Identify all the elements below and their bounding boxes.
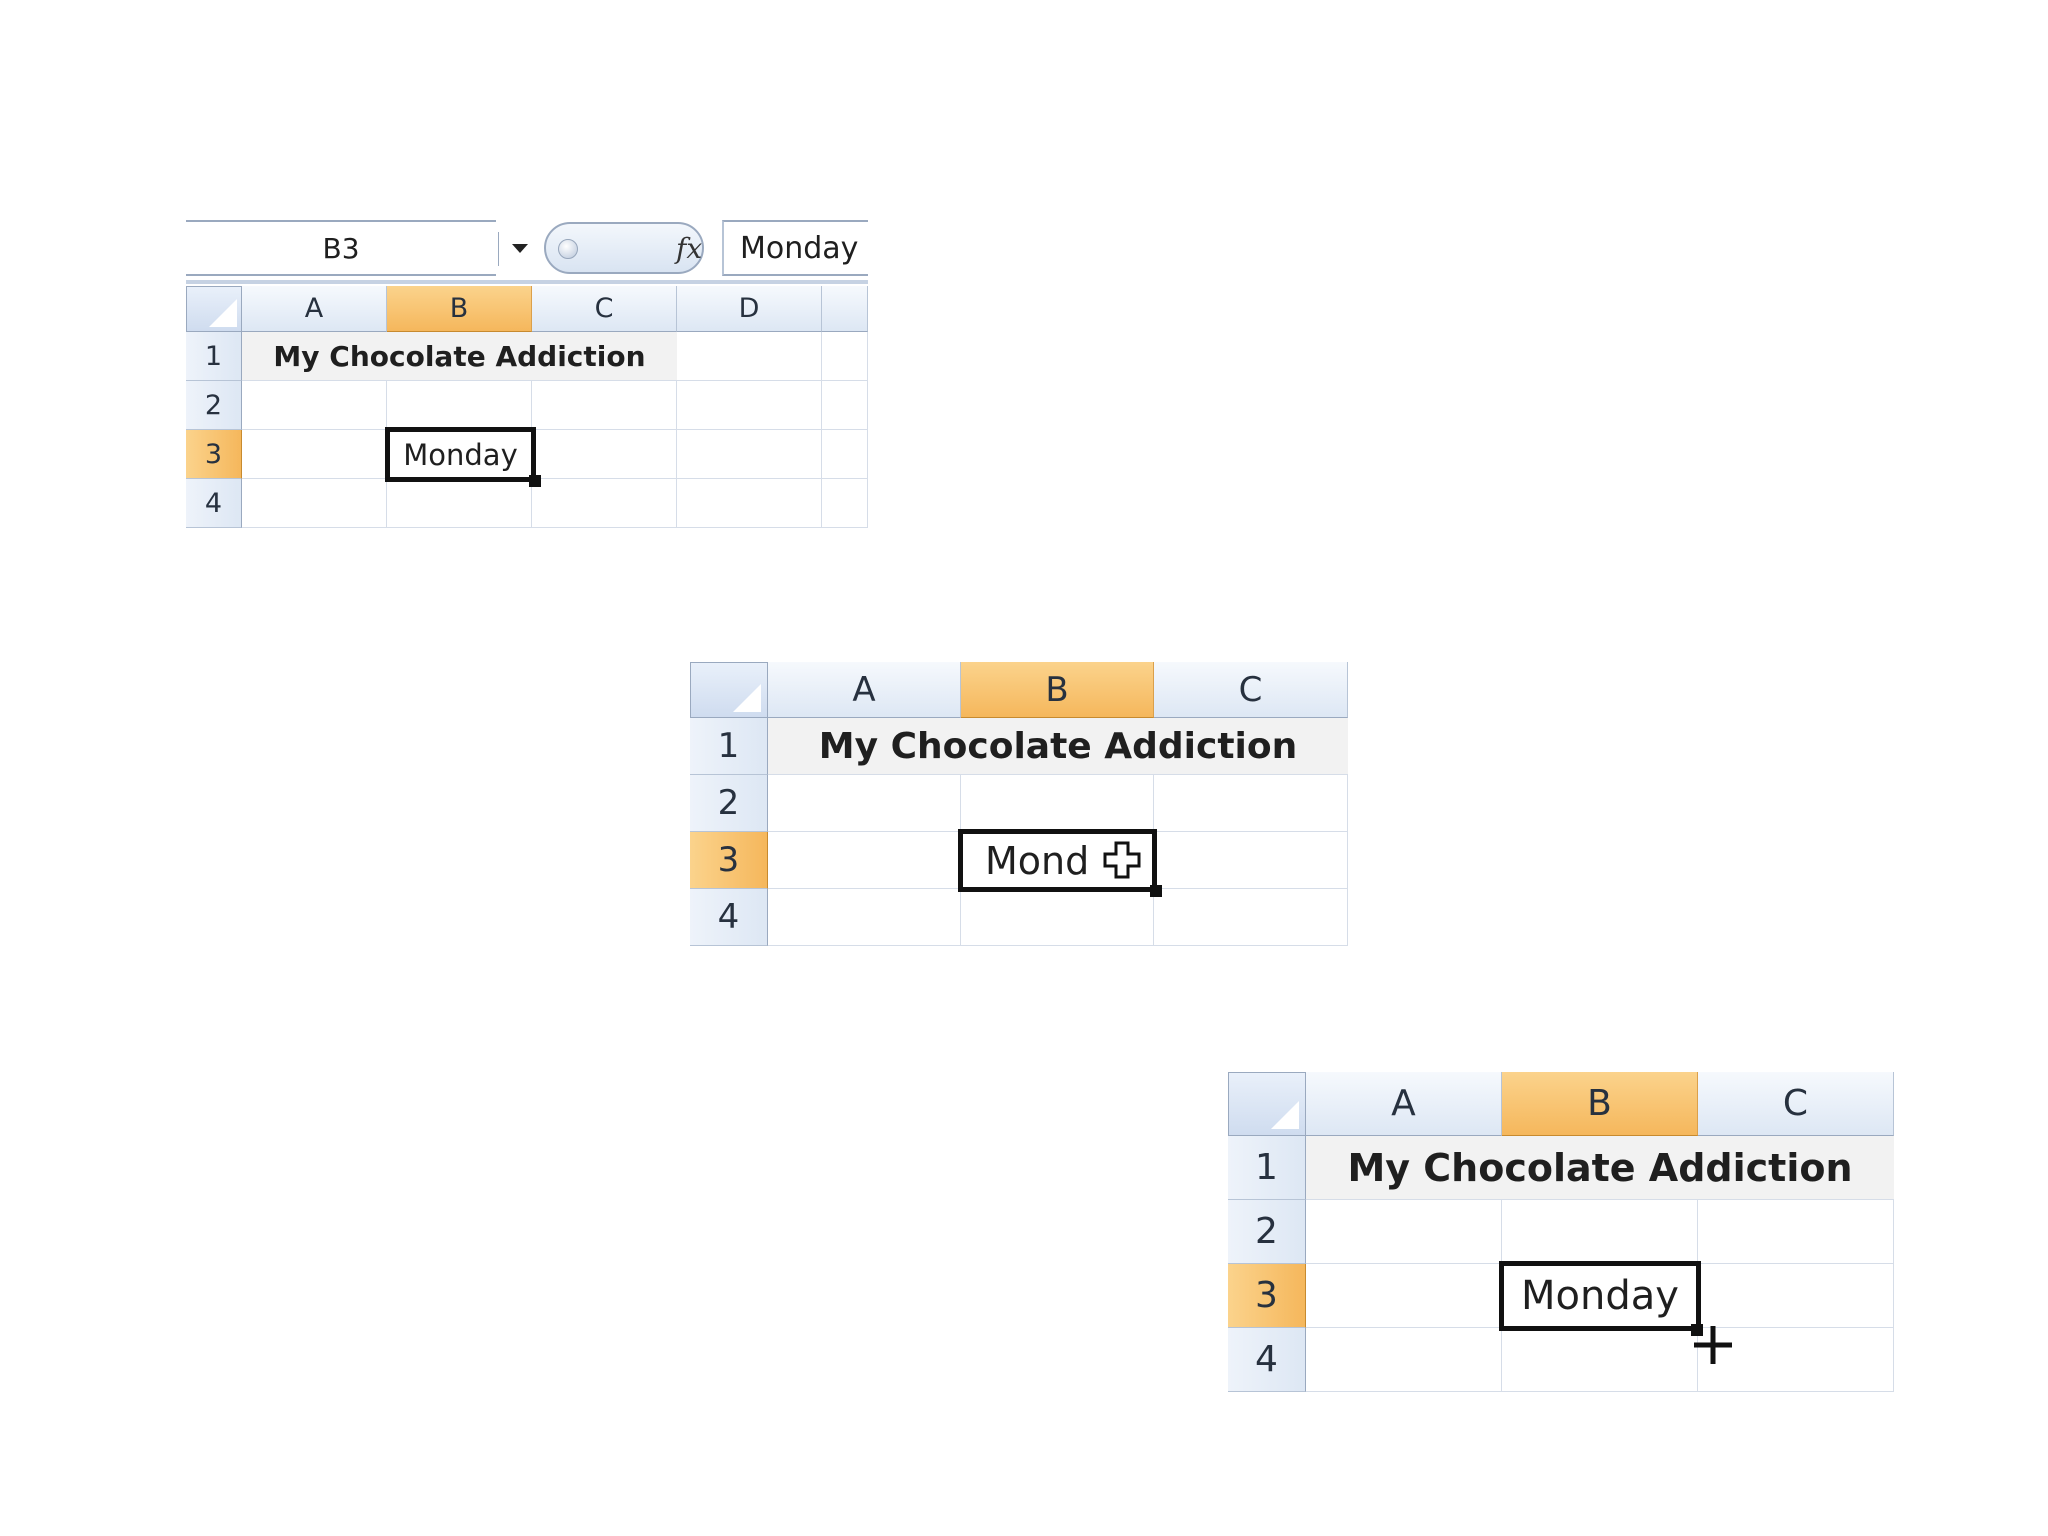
chevron-down-icon[interactable] bbox=[512, 244, 528, 253]
merged-title-cell[interactable]: My Chocolate Addiction bbox=[242, 332, 677, 381]
cell-c2[interactable] bbox=[1154, 775, 1348, 832]
cell-c4[interactable] bbox=[1698, 1328, 1894, 1392]
cell-b2[interactable] bbox=[961, 775, 1154, 832]
cell-a3[interactable] bbox=[1306, 1264, 1502, 1328]
column-header-c[interactable]: C bbox=[532, 286, 677, 332]
cell-a3[interactable] bbox=[768, 832, 961, 889]
splitter-knob-icon bbox=[558, 239, 578, 259]
row-header-2[interactable]: 2 bbox=[690, 775, 768, 832]
cell-c2[interactable] bbox=[1698, 1200, 1894, 1264]
cell-b2[interactable] bbox=[387, 381, 532, 430]
cell-a4[interactable] bbox=[768, 889, 961, 946]
cell-a2[interactable] bbox=[1306, 1200, 1502, 1264]
formula-bar: B3 fx Monday bbox=[186, 220, 868, 278]
cell-d3[interactable] bbox=[677, 430, 822, 479]
row-header-4[interactable]: 4 bbox=[690, 889, 768, 946]
cell-b4[interactable] bbox=[1502, 1328, 1698, 1392]
select-all-corner[interactable] bbox=[690, 662, 768, 718]
cell-grid: A B C D 1 2 3 4 My Chocolate Addiction M… bbox=[186, 286, 868, 530]
cell-a4[interactable] bbox=[1306, 1328, 1502, 1392]
cell-e4[interactable] bbox=[822, 479, 868, 528]
white-cross-cursor-icon bbox=[1103, 841, 1141, 879]
fill-handle-crosshair-icon bbox=[1694, 1326, 1732, 1364]
fill-handle[interactable] bbox=[529, 475, 541, 487]
active-cell-text: Mond bbox=[985, 838, 1090, 883]
column-header-c[interactable]: C bbox=[1154, 662, 1348, 718]
row-header-2[interactable]: 2 bbox=[1228, 1200, 1306, 1264]
formula-bar-bottom-rule bbox=[186, 280, 868, 284]
row-header-3[interactable]: 3 bbox=[1228, 1264, 1306, 1328]
name-box-divider bbox=[498, 232, 499, 266]
select-all-corner[interactable] bbox=[1228, 1072, 1306, 1136]
column-header-d[interactable]: D bbox=[677, 286, 822, 332]
cell-d4[interactable] bbox=[677, 479, 822, 528]
merged-title-cell[interactable]: My Chocolate Addiction bbox=[1306, 1136, 1894, 1200]
cell-d1[interactable] bbox=[677, 332, 822, 381]
column-header-b[interactable]: B bbox=[1502, 1072, 1698, 1136]
row-header-1[interactable]: 1 bbox=[690, 718, 768, 775]
cell-c4[interactable] bbox=[532, 479, 677, 528]
active-cell-b3[interactable]: Mond bbox=[958, 829, 1157, 892]
column-header-e-partial[interactable] bbox=[822, 286, 868, 332]
cell-e3[interactable] bbox=[822, 430, 868, 479]
cell-e1[interactable] bbox=[822, 332, 868, 381]
merged-title-cell[interactable]: My Chocolate Addiction bbox=[768, 718, 1348, 775]
column-header-b[interactable]: B bbox=[387, 286, 532, 332]
column-header-a[interactable]: A bbox=[1306, 1072, 1502, 1136]
row-header-4[interactable]: 4 bbox=[1228, 1328, 1306, 1392]
formula-input[interactable]: Monday bbox=[722, 220, 868, 276]
cell-b4[interactable] bbox=[961, 889, 1154, 946]
spreadsheet-panel-3: A B C 1 2 3 4 My Chocolate Addiction Mon… bbox=[1228, 1072, 1894, 1392]
cell-grid: A B C 1 2 3 4 My Chocolate Addiction Mon… bbox=[1228, 1072, 1894, 1392]
cell-a4[interactable] bbox=[242, 479, 387, 528]
row-header-4[interactable]: 4 bbox=[186, 479, 242, 528]
cell-c3[interactable] bbox=[532, 430, 677, 479]
name-box[interactable]: B3 bbox=[186, 220, 496, 276]
column-header-a[interactable]: A bbox=[768, 662, 961, 718]
cell-d2[interactable] bbox=[677, 381, 822, 430]
cell-a3[interactable] bbox=[242, 430, 387, 479]
cell-a2[interactable] bbox=[242, 381, 387, 430]
active-cell-b3[interactable]: Monday bbox=[385, 427, 536, 482]
column-header-b[interactable]: B bbox=[961, 662, 1154, 718]
row-header-1[interactable]: 1 bbox=[186, 332, 242, 381]
cell-grid: A B C 1 2 3 4 My Chocolate Addiction Mon… bbox=[690, 662, 1348, 946]
fill-handle[interactable] bbox=[1691, 1324, 1703, 1336]
column-header-c[interactable]: C bbox=[1698, 1072, 1894, 1136]
cell-c4[interactable] bbox=[1154, 889, 1348, 946]
spreadsheet-panel-1: B3 fx Monday A B C D 1 2 3 4 My Chocolat… bbox=[186, 220, 868, 530]
cell-b2[interactable] bbox=[1502, 1200, 1698, 1264]
spreadsheet-panel-2: A B C 1 2 3 4 My Chocolate Addiction Mon… bbox=[690, 662, 1348, 946]
cell-e2[interactable] bbox=[822, 381, 868, 430]
column-header-a[interactable]: A bbox=[242, 286, 387, 332]
row-header-3[interactable]: 3 bbox=[186, 430, 242, 479]
cell-b4[interactable] bbox=[387, 479, 532, 528]
row-header-3[interactable]: 3 bbox=[690, 832, 768, 889]
active-cell-b3[interactable]: Monday bbox=[1499, 1261, 1701, 1331]
cell-a2[interactable] bbox=[768, 775, 961, 832]
cell-c3[interactable] bbox=[1698, 1264, 1894, 1328]
cell-c3[interactable] bbox=[1154, 832, 1348, 889]
select-all-corner[interactable] bbox=[186, 286, 242, 332]
row-header-2[interactable]: 2 bbox=[186, 381, 242, 430]
cell-c2[interactable] bbox=[532, 381, 677, 430]
fx-icon[interactable]: fx bbox=[676, 232, 703, 265]
fill-handle[interactable] bbox=[1150, 885, 1162, 897]
row-header-1[interactable]: 1 bbox=[1228, 1136, 1306, 1200]
